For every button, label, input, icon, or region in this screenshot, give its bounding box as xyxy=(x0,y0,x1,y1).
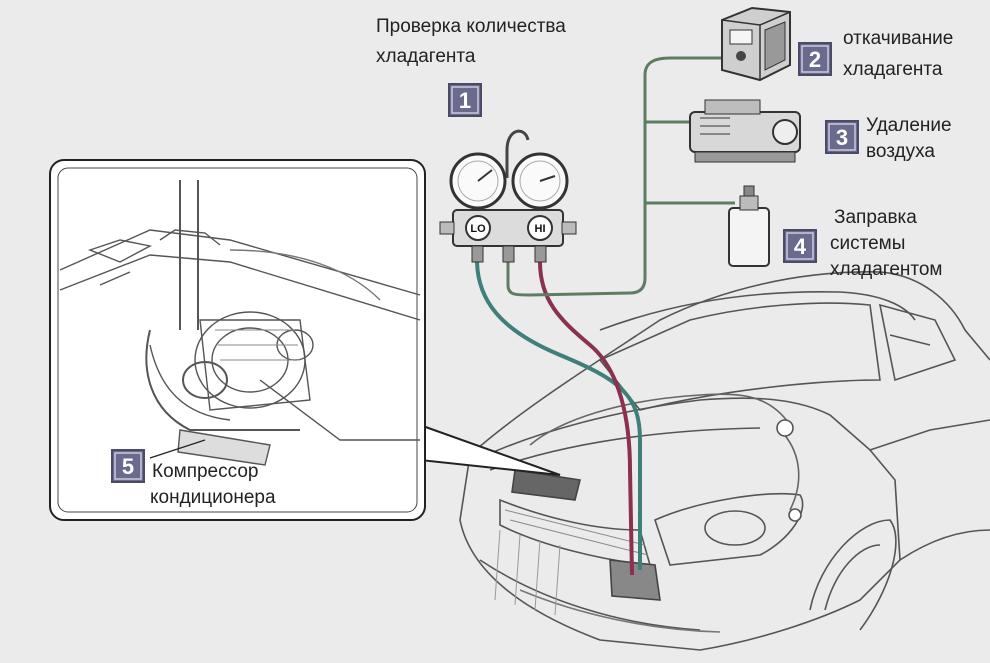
svg-text:5: 5 xyxy=(122,454,134,479)
step2-label-line1: откачивание xyxy=(843,28,953,49)
car-illustration xyxy=(459,271,990,651)
step5-badge: 5 xyxy=(111,449,145,483)
vacuum-pump xyxy=(689,99,801,163)
low-pressure-hose xyxy=(475,261,642,570)
svg-text:2: 2 xyxy=(809,47,821,72)
refrigerant-can xyxy=(728,185,770,267)
step1-label-line2: хладагента xyxy=(376,46,476,67)
compressor-inset xyxy=(49,159,561,521)
step5-label-line2: кондиционера xyxy=(150,487,276,508)
step1-label-line1: Проверка количества xyxy=(376,16,566,37)
step3-label-line1: Удаление xyxy=(866,115,952,136)
svg-text:3: 3 xyxy=(836,125,848,150)
step-labels: Проверка количества хладагента откачиван… xyxy=(150,16,953,508)
step3-badge: 3 xyxy=(825,120,859,154)
gauge-manifold: LO HI xyxy=(439,129,577,263)
step4-label-line2: системы xyxy=(830,233,905,254)
hi-valve-label: HI xyxy=(535,223,546,235)
step5-label-line1: Компрессор xyxy=(152,461,258,482)
step4-label-line1: Заправка xyxy=(834,207,917,228)
high-pressure-hose xyxy=(538,261,634,576)
step1-badge: 1 xyxy=(448,83,482,117)
step4-label-line3: хладагентом xyxy=(830,259,943,280)
step2-label-line2: хладагента xyxy=(843,59,943,80)
step3-label-line2: воздуха xyxy=(866,141,935,162)
svg-text:1: 1 xyxy=(459,88,471,113)
svg-text:4: 4 xyxy=(794,234,807,259)
step2-badge: 2 xyxy=(798,42,832,76)
step-badges: 1 2 3 4 5 xyxy=(111,42,859,483)
service-hose xyxy=(506,56,722,297)
recovery-machine xyxy=(721,6,791,82)
step4-badge: 4 xyxy=(783,229,817,263)
lo-valve-label: LO xyxy=(470,223,486,235)
